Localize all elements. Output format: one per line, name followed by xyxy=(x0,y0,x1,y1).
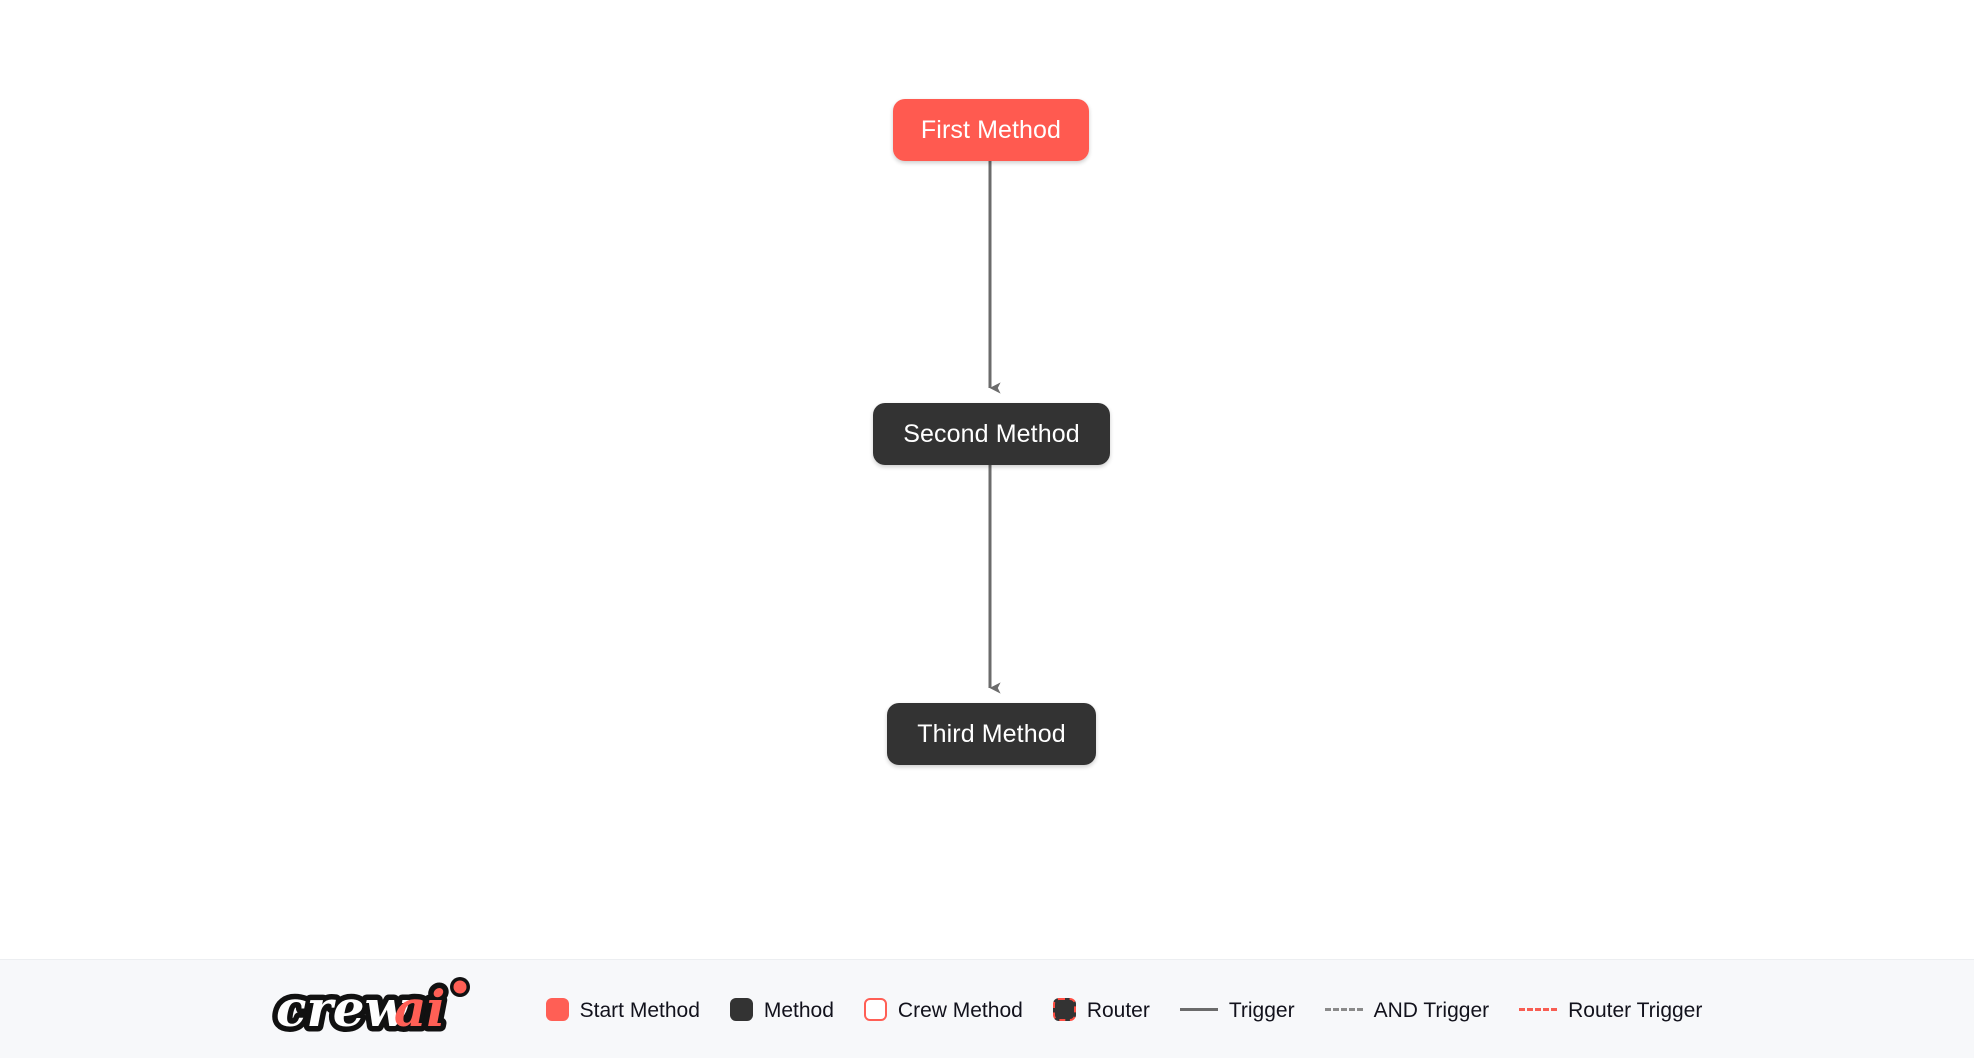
line-router-trigger-icon xyxy=(1519,1007,1558,1011)
legend-item-trigger: Trigger xyxy=(1179,998,1295,1022)
crewai-logo-outline-accent: ai xyxy=(394,979,445,1038)
legend-label: AND Trigger xyxy=(1373,998,1490,1022)
crewai-logo: crew ai crew ai xyxy=(272,976,470,1042)
crewai-logo-outline-primary: crew xyxy=(276,979,410,1038)
crewai-logo-text-primary: crew xyxy=(276,979,410,1038)
legend-label: Router xyxy=(1086,998,1150,1022)
legend-item-router-trigger: Router Trigger xyxy=(1519,998,1703,1022)
legend-label: Start Method xyxy=(579,998,700,1022)
legend-label: Trigger xyxy=(1228,998,1295,1022)
flow-node-first-method[interactable]: First Method xyxy=(893,99,1089,161)
swatch-router-icon xyxy=(1052,997,1076,1021)
flow-node-label: Third Method xyxy=(917,719,1066,748)
crewai-logo-text-accent: ai xyxy=(394,979,445,1038)
legend-label: Router Trigger xyxy=(1568,998,1703,1022)
swatch-method-icon xyxy=(729,997,753,1021)
flow-node-label: First Method xyxy=(920,115,1062,144)
flow-node-second-method[interactable]: Second Method xyxy=(873,403,1110,465)
legend-item-crew-method: Crew Method xyxy=(863,997,1023,1022)
line-trigger-icon xyxy=(1179,1007,1218,1011)
flow-node-label: Second Method xyxy=(903,419,1080,448)
swatch-crew-method-icon xyxy=(863,997,887,1021)
legend-item-and-trigger: AND Trigger xyxy=(1324,998,1490,1022)
swatch-start-method-icon xyxy=(545,997,569,1021)
line-and-trigger-icon xyxy=(1324,1007,1363,1011)
legend-label: Method xyxy=(763,998,834,1022)
crewai-logo-dot xyxy=(453,980,467,994)
flow-canvas[interactable]: First Method Second Method Third Method xyxy=(0,0,1974,959)
legend-item-method: Method xyxy=(729,997,834,1022)
legend-label: Crew Method xyxy=(897,998,1023,1022)
legend-item-router: Router xyxy=(1052,997,1150,1022)
flow-node-third-method[interactable]: Third Method xyxy=(887,703,1096,765)
legend-item-start-method: Start Method xyxy=(545,997,700,1022)
legend-bar: crew ai crew ai Start Method Method Crew… xyxy=(0,959,1974,1058)
